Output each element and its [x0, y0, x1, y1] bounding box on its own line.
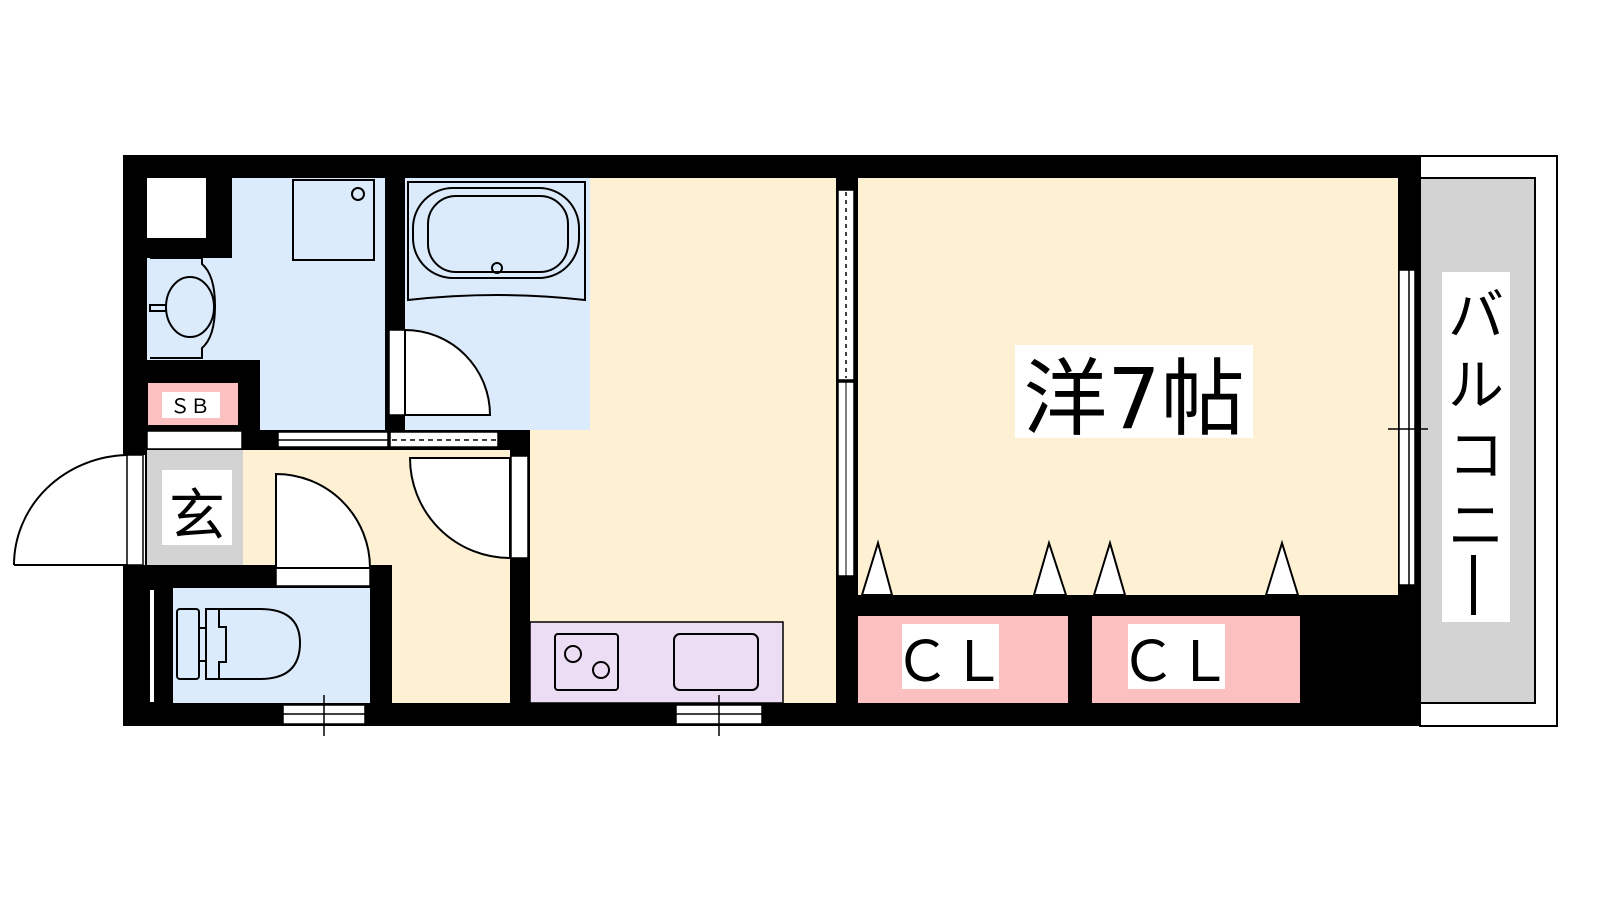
- closet-1-label: ＣＬ: [894, 630, 1006, 695]
- balcony-label-2: ル: [1448, 354, 1504, 419]
- washer-space: [292, 179, 375, 261]
- balcony-label-3: コ: [1448, 424, 1504, 489]
- sink-icon: [673, 633, 759, 691]
- toilet-icon: [176, 608, 302, 680]
- balcony: バ ル コ ニ ー: [1419, 155, 1558, 727]
- toilet-room: [173, 588, 370, 703]
- closet-2[interactable]: ＣＬ: [1092, 539, 1300, 703]
- balcony-label-4: ニ: [1448, 494, 1504, 559]
- balcony-label-1: バ: [1448, 284, 1504, 349]
- balcony-label-5-mark: [1471, 555, 1476, 615]
- wash-basin-icon: [150, 257, 217, 359]
- bathtub-icon: [407, 181, 586, 302]
- washroom-sliding-door[interactable]: [146, 430, 499, 450]
- closet-1[interactable]: ＣＬ: [858, 539, 1068, 703]
- toilet-window[interactable]: [282, 695, 366, 736]
- ldk-door[interactable]: [408, 455, 529, 560]
- shoe-box-label: ＳＢ: [170, 394, 210, 418]
- balcony-label-5: ー: [1476, 609, 1477, 611]
- partition-sliding-door[interactable]: [837, 189, 855, 577]
- entrance-label: 玄: [169, 484, 225, 549]
- kitchen-window[interactable]: [675, 695, 763, 736]
- stove-icon: [554, 633, 619, 691]
- toilet-door[interactable]: [275, 472, 372, 587]
- kitchen-counter: [529, 621, 784, 704]
- front-door[interactable]: [13, 454, 145, 566]
- balcony-window[interactable]: [1388, 269, 1428, 586]
- hallway: [392, 565, 510, 703]
- closet-2-label: ＣＬ: [1120, 630, 1232, 695]
- bath-door[interactable]: [388, 328, 492, 416]
- western-room-label: 洋7帖: [1023, 350, 1244, 448]
